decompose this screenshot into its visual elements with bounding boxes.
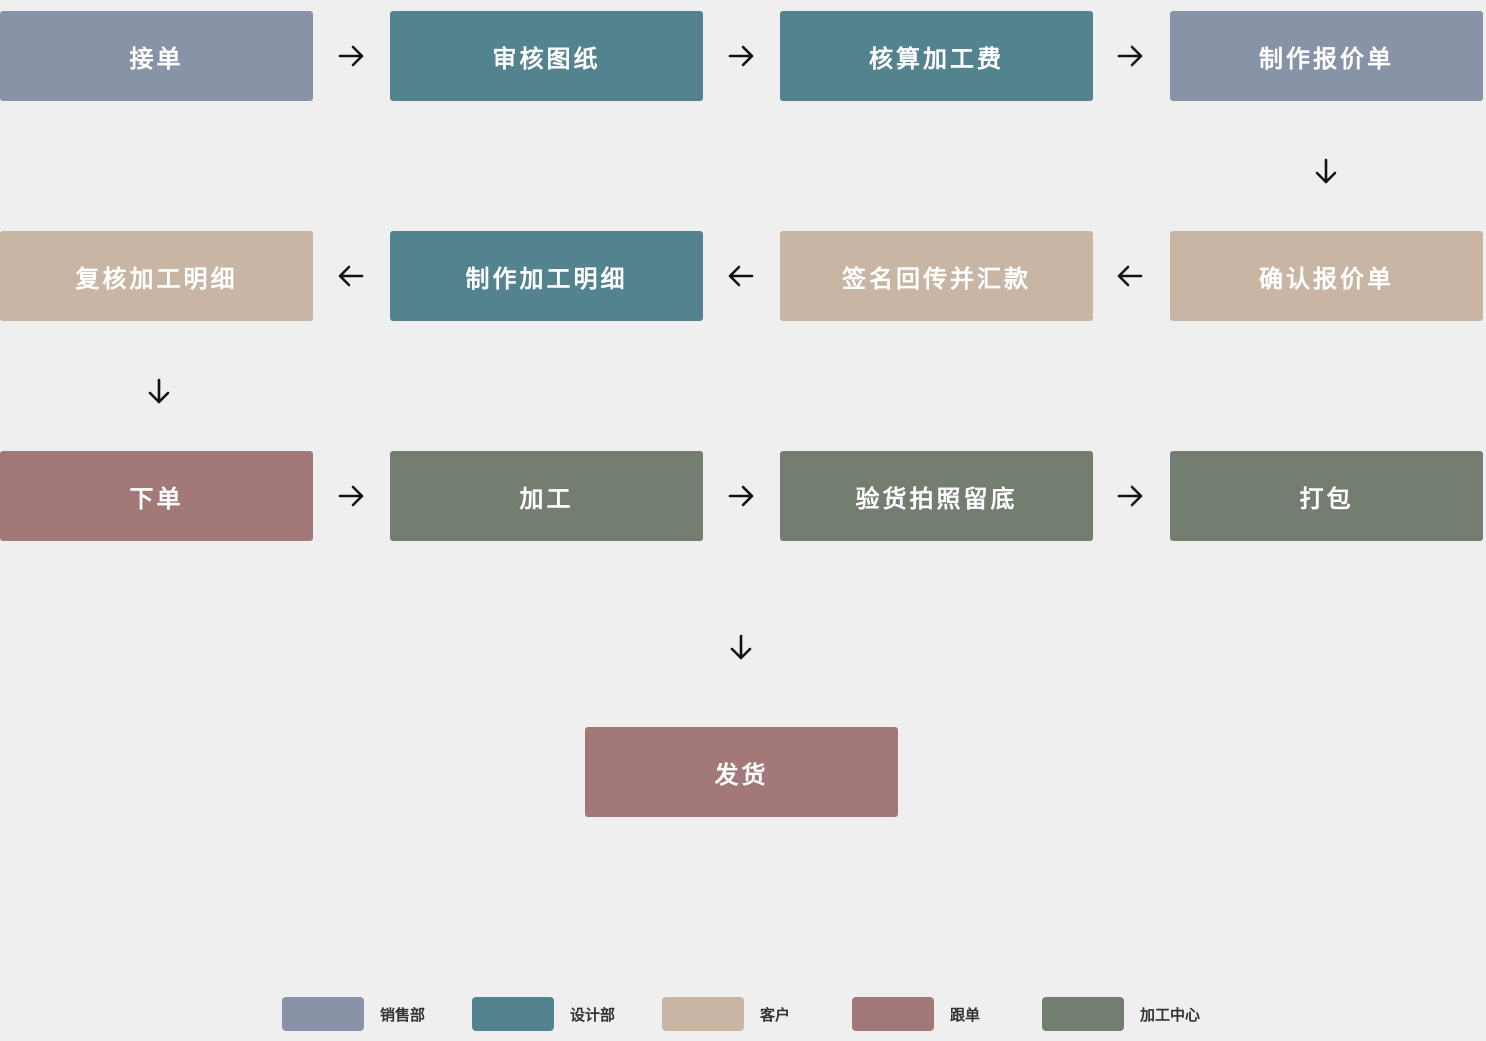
step-box: 制作加工明细 — [390, 231, 703, 321]
step-box: 审核图纸 — [390, 11, 703, 101]
arrow-left-icon — [726, 261, 756, 291]
legend-label: 客户 — [760, 1006, 791, 1024]
step-box: 签名回传并汇款 — [780, 231, 1093, 321]
arrow-right-icon — [336, 41, 366, 71]
step-box: 下单 — [0, 451, 313, 541]
arrow-down-icon — [144, 376, 174, 406]
arrow-down-icon — [1311, 156, 1341, 186]
legend-swatch — [852, 997, 934, 1031]
step-box: 核算加工费 — [780, 11, 1093, 101]
arrow-left-icon — [336, 261, 366, 291]
step-box: 加工 — [390, 451, 703, 541]
legend-label: 跟单 — [950, 1006, 981, 1024]
arrow-down-icon — [726, 632, 756, 662]
arrow-right-icon — [1115, 41, 1145, 71]
step-box: 打包 — [1170, 451, 1483, 541]
step-box: 接单 — [0, 11, 313, 101]
legend-swatch — [472, 997, 554, 1031]
legend-label: 加工中心 — [1140, 1006, 1201, 1024]
step-box: 发货 — [585, 727, 898, 817]
legend-swatch — [1042, 997, 1124, 1031]
step-box: 制作报价单 — [1170, 11, 1483, 101]
arrow-right-icon — [1115, 481, 1145, 511]
step-box: 复核加工明细 — [0, 231, 313, 321]
legend-swatch — [282, 997, 364, 1031]
legend-label: 销售部 — [380, 1006, 426, 1024]
legend-label: 设计部 — [570, 1006, 616, 1024]
arrow-left-icon — [1115, 261, 1145, 291]
arrow-right-icon — [726, 481, 756, 511]
arrow-right-icon — [336, 481, 366, 511]
step-box: 验货拍照留底 — [780, 451, 1093, 541]
step-box: 确认报价单 — [1170, 231, 1483, 321]
arrow-right-icon — [726, 41, 756, 71]
legend-swatch — [662, 997, 744, 1031]
